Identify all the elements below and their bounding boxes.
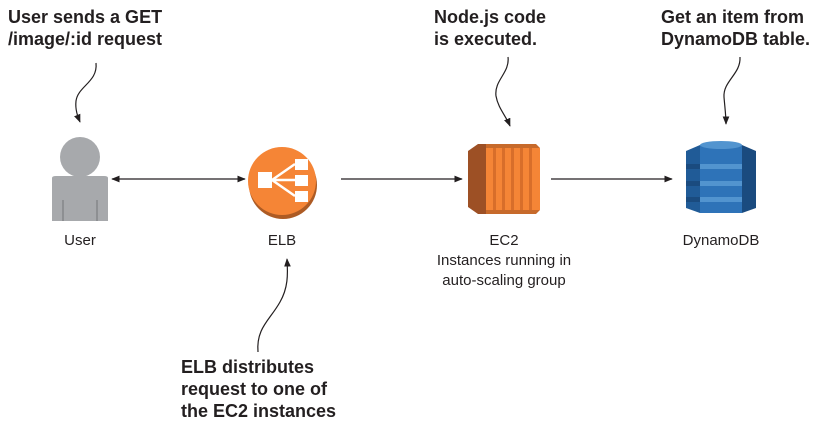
callout-elb-distribute-line3: the EC2 instances [181, 401, 337, 421]
callout-user-request-line1: User sends a GET [8, 7, 163, 27]
callout-dynamo-get-line2: DynamoDB table. [661, 29, 811, 49]
callout-dynamo-pointer [722, 56, 741, 125]
load-balancer-icon [248, 147, 317, 219]
dynamodb-icon [686, 141, 756, 213]
callout-node-exec-line2: is executed. [434, 29, 538, 49]
callout-node-exec: Node.js code is executed. [434, 6, 546, 50]
ec2-sublabel-line1: Instances running in [436, 252, 572, 269]
callout-node-exec-line1: Node.js code [434, 7, 547, 27]
ec2-instance-icon [468, 144, 540, 214]
dynamodb-label: DynamoDB [682, 232, 760, 249]
callout-elb-distribute: ELB distributes request to one of the EC… [181, 356, 336, 422]
ec2-sublabel: Instances running in auto-scaling group [404, 251, 604, 291]
callout-elb-distribute-line2: request to one of [181, 379, 328, 399]
callout-user-request-line2: /image/:id request [8, 29, 163, 49]
callout-dynamo-get: Get an item from DynamoDB table. [661, 6, 810, 50]
ec2-label: EC2 [489, 232, 519, 249]
callout-elb-distribute-line1: ELB distributes [181, 357, 315, 377]
callout-elb-pointer [257, 258, 291, 353]
user-label: User [64, 232, 96, 249]
callout-node-pointer [495, 56, 511, 127]
callout-dynamo-get-line1: Get an item from [661, 7, 805, 27]
elb-label: ELB [267, 232, 297, 249]
callout-user-pointer [74, 62, 97, 123]
user-icon [52, 137, 108, 221]
ec2-sublabel-line2: auto-scaling group [442, 272, 566, 289]
callout-user-request: User sends a GET /image/:id request [8, 6, 162, 50]
